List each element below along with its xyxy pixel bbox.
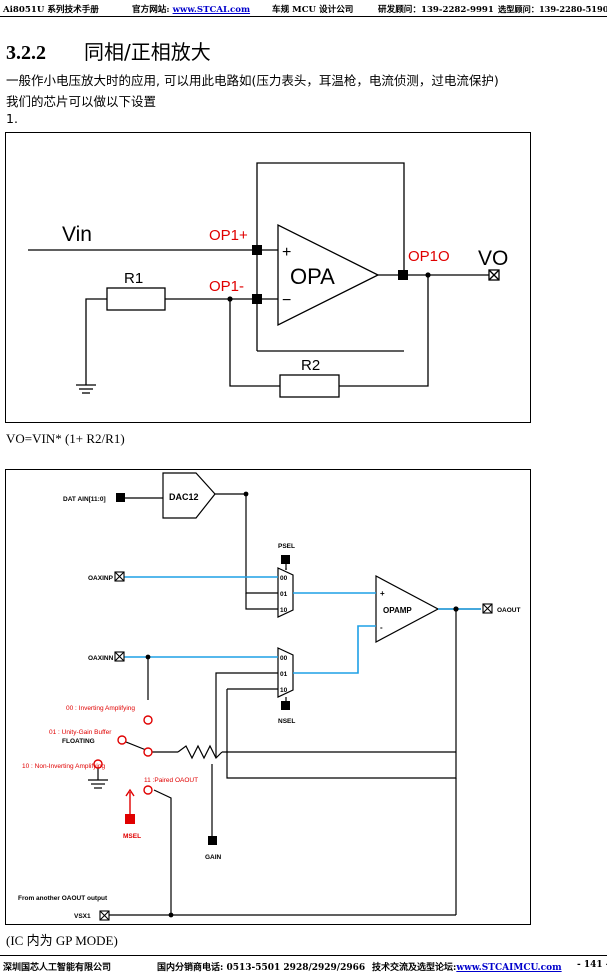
label-op1o: OP1O bbox=[408, 248, 450, 265]
section-heading: 同相/正相放大 bbox=[84, 40, 211, 64]
footer-distributor: 国内分销商电话: 0513-5501 2928/2929/2966 bbox=[157, 963, 366, 973]
header-sel-contact: 选型顾问：139-2280-5190 bbox=[498, 4, 607, 14]
label-oaxinn: OAXINN bbox=[88, 655, 114, 662]
label-vin: Vin bbox=[62, 223, 92, 246]
label-oaout: OAOUT bbox=[497, 607, 521, 614]
op1m-pin bbox=[252, 294, 262, 304]
label-op1p: OP1+ bbox=[209, 227, 248, 244]
label-gain: GAIN bbox=[205, 854, 222, 861]
option-10: 10 : Non-Inverting Amplifying bbox=[22, 763, 105, 770]
header-site: 官方网站: www.STCAI.com bbox=[132, 3, 250, 15]
header-doc-title: Ai8051U 系列技术手册 bbox=[3, 5, 99, 15]
header-rule bbox=[0, 16, 607, 17]
gain-pin bbox=[208, 836, 217, 845]
header-slogan: 车规 MCU 设计公司 bbox=[272, 5, 354, 15]
op1o-pin bbox=[398, 270, 408, 280]
paragraph-setup: 我们的芯片可以做以下设置 bbox=[6, 94, 157, 109]
opamp-minus: - bbox=[380, 623, 383, 632]
footer-page-number: - 141 - bbox=[577, 960, 607, 970]
paragraph-usage: 一般作小电压放大时的应用, 可以用此电路如(压力表头，耳温枪，电流侦测，过电流保… bbox=[6, 73, 499, 88]
figure-opamp-block: DAT AIN[11:0] DAC12 PSEL OAXINP OAXINN 0… bbox=[5, 469, 531, 925]
psel-pin bbox=[281, 555, 290, 564]
figure-caption: (IC 内为 GP MODE) bbox=[6, 933, 118, 948]
mux2-10: 10 bbox=[280, 687, 288, 694]
circuit-diagram-2: DAT AIN[11:0] DAC12 PSEL OAXINP OAXINN 0… bbox=[18, 472, 521, 921]
label-r1: R1 bbox=[124, 270, 143, 287]
header-site-label: 官方网站: bbox=[132, 5, 170, 15]
nsel-pin bbox=[281, 701, 290, 710]
header-rd-contact: 研发顾问：139-2282-9991 bbox=[378, 5, 494, 15]
label-datain: DAT AIN[11:0] bbox=[63, 496, 106, 503]
label-floating: FLOATING bbox=[62, 738, 95, 745]
mux2-01: 01 bbox=[280, 671, 288, 678]
mux1-01: 01 bbox=[280, 591, 288, 598]
footer-forum: 技术交流及选型论坛:www.STCAIMCU.com bbox=[372, 960, 562, 973]
label-opamp: OPAMP bbox=[383, 606, 412, 615]
list-item-number: 1. bbox=[6, 111, 18, 126]
circuit-diagram-1: Vin R1 R2 OP1+ OP1- OP1O VO OPA + − bbox=[28, 162, 508, 398]
mux2-00: 00 bbox=[280, 655, 288, 662]
label-msel: MSEL bbox=[123, 833, 141, 840]
page-header: Ai8051U 系列技术手册 官方网站: www.STCAI.com 车规 MC… bbox=[0, 0, 607, 18]
datain-pin bbox=[116, 493, 125, 502]
msel-pin bbox=[125, 814, 135, 824]
label-minus: − bbox=[282, 292, 291, 309]
op1p-pin bbox=[252, 245, 262, 255]
mux1-10: 10 bbox=[280, 607, 288, 614]
label-from-other: From another OAOUT output bbox=[18, 895, 108, 902]
label-vsx1: VSX1 bbox=[74, 913, 91, 920]
label-dac12: DAC12 bbox=[169, 492, 199, 502]
label-opa: OPA bbox=[290, 264, 335, 289]
label-op1m: OP1- bbox=[209, 278, 244, 295]
figure-noninverting-circuit: Vin R1 R2 OP1+ OP1- OP1O VO OPA + − bbox=[5, 132, 531, 423]
header-site-link[interactable]: www.STCAI.com bbox=[172, 5, 251, 15]
footer-forum-link[interactable]: www.STCAIMCU.com bbox=[456, 963, 562, 973]
mux1-00: 00 bbox=[280, 575, 288, 582]
section-title: 3.2.2 同相/正相放大 bbox=[6, 36, 211, 65]
label-oaxinp: OAXINP bbox=[88, 575, 114, 582]
footer-forum-label: 技术交流及选型论坛: bbox=[372, 963, 457, 973]
label-r2: R2 bbox=[301, 357, 320, 374]
section-number: 3.2.2 bbox=[6, 42, 46, 64]
option-01: 01 : Unity-Gain Buffer bbox=[49, 729, 112, 736]
footer-company: 深圳国芯人工智能有限公司 bbox=[3, 963, 112, 973]
label-psel: PSEL bbox=[278, 543, 295, 550]
opamp-plus: + bbox=[380, 589, 385, 598]
footer-rule bbox=[0, 955, 607, 956]
label-plus: + bbox=[282, 244, 291, 261]
label-nsel: NSEL bbox=[278, 718, 295, 725]
label-vo: VO bbox=[478, 247, 508, 270]
option-11: 11 :Paired OAOUT bbox=[144, 777, 198, 784]
option-00: 00 : Inverting Amplifying bbox=[66, 705, 135, 712]
formula: VO=VIN* (1+ R2/R1) bbox=[6, 431, 125, 446]
